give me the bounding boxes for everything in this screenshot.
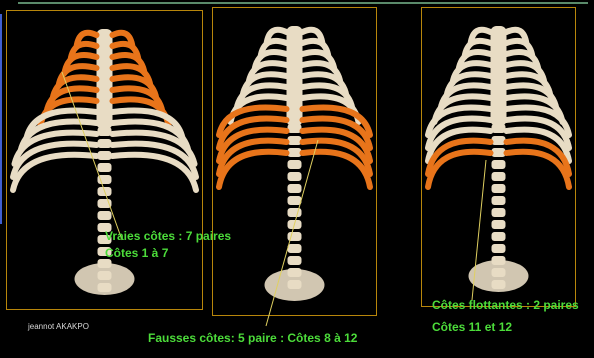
vertebra (288, 136, 302, 145)
vertebra (492, 148, 506, 157)
rib-cage-illustration (213, 8, 376, 315)
vertebra (98, 163, 112, 172)
vertebra (492, 220, 506, 229)
true-ribs-panel (6, 10, 203, 310)
vertebra (492, 232, 506, 241)
vertebra (288, 160, 302, 169)
vertebra (288, 172, 302, 181)
sacrum (469, 260, 529, 292)
vertebra (288, 208, 302, 217)
rib-cage-illustration (422, 8, 575, 306)
vertebra (98, 199, 112, 208)
vertebra (492, 244, 506, 253)
vertebra (98, 175, 112, 184)
floating-ribs-range-label: Côtes 11 et 12 (432, 320, 512, 334)
vertebra (288, 256, 302, 265)
sacrum (75, 263, 135, 295)
author-credit: jeannot AKAKPO (28, 322, 89, 331)
vertebra (98, 139, 112, 148)
vertebra (98, 187, 112, 196)
vertebra (288, 244, 302, 253)
true-ribs-label: Vraies côtes : 7 paires (105, 229, 231, 243)
false-ribs-panel (212, 7, 377, 316)
floating-ribs-label: Côtes flottantes : 2 paires (432, 298, 579, 312)
vertebra (288, 232, 302, 241)
floating-ribs-panel (421, 7, 576, 307)
rib-cage-illustration (7, 11, 202, 309)
vertebra (288, 220, 302, 229)
vertebra (288, 148, 302, 157)
vertebra (492, 136, 506, 145)
vertebra (492, 196, 506, 205)
true-ribs-range-label: Côtes 1 à 7 (105, 246, 168, 260)
left-edge-line (0, 14, 2, 224)
vertebra (492, 160, 506, 169)
false-ribs-label: Fausses côtes: 5 paire : Côtes 8 à 12 (148, 331, 357, 345)
vertebra (288, 184, 302, 193)
vertebra (98, 211, 112, 220)
vertebra (492, 208, 506, 217)
top-edge-line (18, 2, 588, 4)
vertebra (98, 151, 112, 160)
vertebra (288, 196, 302, 205)
sacrum (265, 269, 325, 301)
vertebra (492, 172, 506, 181)
vertebra (492, 184, 506, 193)
